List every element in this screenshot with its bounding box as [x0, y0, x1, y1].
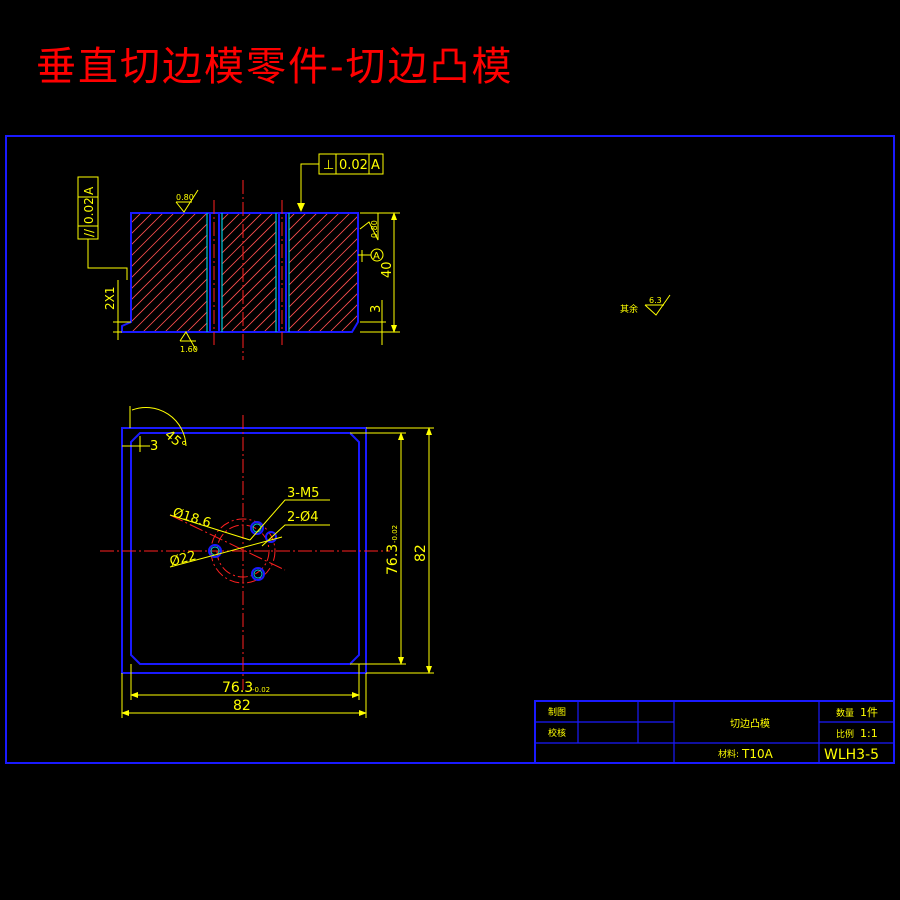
svg-text:82: 82 — [233, 698, 251, 714]
svg-text:76.3: 76.3 — [385, 544, 401, 575]
svg-text:其余: 其余 — [620, 303, 638, 315]
perpendicularity-tolerance-frame: ⊥ 0.02 A — [297, 153, 384, 212]
plan-inner-outline — [130, 432, 360, 665]
dimension-d22: Ø22 — [168, 536, 283, 570]
svg-text:0.80: 0.80 — [176, 193, 194, 202]
roughness-bottom: 1.60 — [179, 331, 198, 354]
dimension-inner-height: 76.3 -0.02 — [350, 432, 406, 665]
svg-text:A: A — [373, 251, 380, 262]
section-outline — [121, 212, 359, 333]
hatch-group — [131, 213, 207, 332]
dimension-corner-3: 3 — [122, 436, 158, 454]
title-block: 制图 校核 切边凸模 材料: T10A 数量 1件 比例 1:1 WLH3-5 — [534, 700, 895, 764]
svg-text:3-M5: 3-M5 — [287, 486, 319, 501]
scale-label: 比例 — [836, 728, 854, 740]
checked-label: 校核 — [548, 727, 566, 739]
dimension-inner-width: 76.3 -0.02 — [130, 664, 360, 700]
quantity-label: 数量 — [836, 707, 854, 719]
svg-text:6.3: 6.3 — [649, 296, 662, 305]
hatch-group — [289, 213, 358, 332]
svg-text:A: A — [371, 158, 380, 173]
svg-text:Ø18.6: Ø18.6 — [171, 505, 213, 531]
hatch-group — [222, 213, 276, 332]
hole-4 — [265, 531, 277, 543]
leader-2-d4: 2-Ø4 — [261, 510, 330, 547]
leader-3-m5: 3-M5 — [249, 486, 330, 541]
dimension-outer-height: 82 — [366, 427, 434, 674]
datum-a-symbol: A — [358, 248, 384, 262]
dimension-step-3: 3 — [360, 300, 386, 345]
pitch-circle — [216, 524, 270, 578]
material-value: T10A — [741, 747, 774, 761]
material-label: 材料: — [718, 748, 739, 760]
dimension-chamfer: 2X1 — [103, 280, 131, 340]
svg-text:3: 3 — [150, 439, 158, 454]
quantity-value: 1件 — [860, 706, 878, 719]
svg-text:0.02: 0.02 — [82, 197, 96, 224]
drawing-border — [5, 135, 895, 764]
svg-text:-0.02: -0.02 — [391, 525, 399, 543]
svg-text:A: A — [82, 186, 96, 195]
svg-text:⊥: ⊥ — [323, 158, 334, 173]
svg-text:1.60: 1.60 — [180, 345, 198, 354]
section-view: // 0.02 A ⊥ 0.02 A 0.80 1.60 — [77, 153, 400, 360]
svg-text:2X1: 2X1 — [103, 287, 117, 311]
dimension-d18-6: Ø18.6 — [169, 505, 251, 541]
rest-roughness-note: 其余 6.3 — [620, 294, 671, 316]
svg-text:3: 3 — [369, 305, 384, 313]
flatness-tolerance-frame: // 0.02 A — [77, 176, 128, 280]
svg-text:Ø22: Ø22 — [168, 548, 198, 569]
part-name: 切边凸模 — [730, 718, 770, 730]
svg-text:82: 82 — [413, 544, 429, 562]
dimension-outer-width: 82 — [121, 673, 367, 718]
dimension-height-40: 40 — [360, 212, 400, 333]
scale-value: 1:1 — [860, 727, 878, 740]
drawing-number: WLH3-5 — [824, 747, 879, 763]
svg-text:40: 40 — [380, 261, 395, 278]
dimension-angle-45: 45° — [129, 406, 189, 454]
roughness-side: 0.80 — [359, 213, 379, 241]
page-title: 垂直切边模零件-切边凸模 — [36, 44, 514, 90]
svg-text:-0.02: -0.02 — [252, 686, 270, 694]
svg-text:76.3: 76.3 — [222, 680, 253, 696]
svg-text:0.02: 0.02 — [339, 158, 368, 173]
plan-view: 3-M5 2-Ø4 Ø18.6 Ø22 45° 3 — [100, 406, 434, 718]
hole-3 — [250, 521, 264, 535]
hole-2 — [251, 567, 265, 581]
drawn-label: 制图 — [548, 706, 566, 718]
svg-text://: // — [82, 228, 96, 237]
svg-text:0.80: 0.80 — [370, 220, 379, 238]
svg-text:2-Ø4: 2-Ø4 — [287, 510, 318, 525]
roughness-top: 0.80 — [175, 189, 199, 213]
svg-text:45°: 45° — [161, 428, 188, 454]
hole-1 — [208, 544, 222, 558]
